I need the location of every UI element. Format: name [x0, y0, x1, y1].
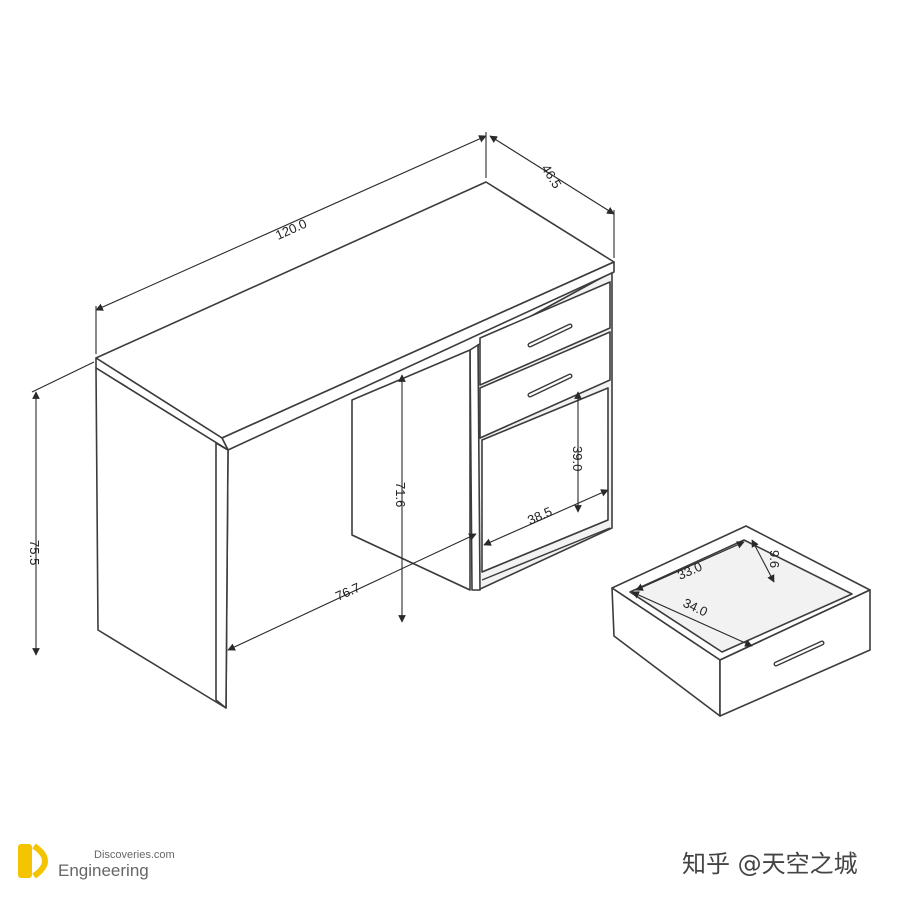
dim-depth: 46.5 — [538, 162, 564, 191]
dim-shelf-height: 39.0 — [570, 446, 585, 471]
logo-bottom-text: Engineering — [58, 861, 149, 880]
left-leg-front — [215, 442, 229, 709]
engineering-logo: Discoveries.com Engineering — [18, 843, 175, 880]
dim-width: 120.0 — [273, 216, 309, 243]
dim-knee-width: 76.7 — [333, 580, 362, 604]
top-drawer-front — [479, 281, 611, 386]
pedestal-left-panel — [469, 344, 481, 591]
drawer-dimension-lines — [631, 539, 775, 647]
drawer-detail — [611, 525, 871, 717]
desk-dimension-lines — [31, 132, 615, 656]
author-watermark: 知乎 @天空之城 — [682, 850, 858, 878]
logo-mark-icon — [18, 844, 32, 878]
dim-height: 75.5 — [27, 540, 42, 565]
desk — [95, 181, 615, 709]
inner-panel — [351, 349, 471, 591]
dim-drawer-height: 9.6 — [767, 550, 782, 568]
dim-knee-height: 71.6 — [393, 482, 408, 507]
logo-top-text: Discoveries.com — [94, 849, 175, 861]
second-drawer-front — [479, 331, 611, 439]
